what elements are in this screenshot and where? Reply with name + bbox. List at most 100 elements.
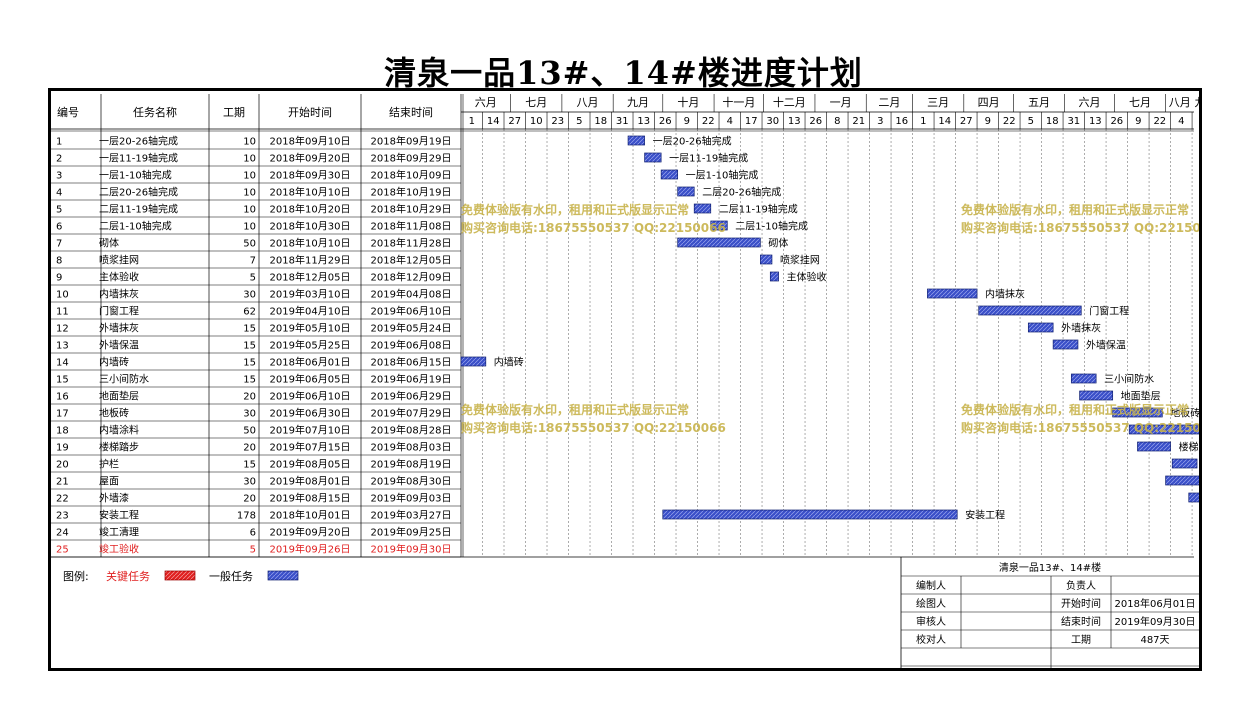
task-end: 2019年09月30日 (371, 543, 452, 556)
gantt-bar (1112, 407, 1163, 418)
task-duration: 10 (243, 154, 256, 165)
month-label: 二月 (878, 96, 900, 109)
task-duration: 10 (243, 171, 256, 182)
task-duration: 5 (250, 545, 256, 556)
task-id: 4 (56, 188, 62, 199)
header-layer: 编号任务名称工期开始时间结束时间六月七月八月九月十月十一月十二月一月二月三月四月… (57, 95, 1241, 127)
task-start: 2018年06月01日 (270, 356, 351, 369)
gantt-bar-label: 内墙砖 (494, 356, 524, 369)
task-id: 22 (56, 494, 69, 505)
info-label: 校对人 (916, 633, 946, 646)
month-label: 四月 (978, 96, 1000, 109)
day-tick-label: 3 (877, 116, 883, 127)
task-end: 2019年06月08日 (371, 339, 452, 352)
task-end: 2019年08月19日 (371, 458, 452, 471)
watermark-text: 免费体验版有水印，租用和正式版显示正常 (961, 402, 1189, 417)
task-name: 砌体 (99, 238, 119, 250)
task-name: 地面垫层 (99, 390, 139, 403)
task-id: 3 (56, 171, 62, 182)
day-tick-label: 26 (659, 116, 672, 127)
watermark-text: 购买咨询电话:18675550537 QQ:22150066 (461, 220, 726, 235)
task-name: 内墙抹灰 (99, 288, 139, 301)
info-label: 编制人 (916, 579, 946, 592)
task-name: 外墙保温 (99, 339, 139, 352)
task-end: 2018年11月08日 (371, 220, 452, 233)
header-id: 编号 (57, 105, 79, 119)
day-tick-label: 17 (745, 116, 758, 127)
task-end: 2018年10月09日 (371, 169, 452, 182)
gantt-bar (1070, 373, 1097, 384)
page-title: 清泉一品13#、14#楼进度计划 (384, 54, 863, 92)
gantt-bar (978, 305, 1082, 316)
task-id: 25 (56, 545, 69, 556)
info-label: 结束时间 (1061, 615, 1101, 628)
gantt-bar-label: 安装工程 (965, 509, 1005, 522)
task-duration: 10 (243, 205, 256, 216)
task-duration: 15 (243, 324, 256, 335)
task-name: 屋面 (99, 476, 119, 488)
task-end: 2018年09月19日 (371, 135, 452, 148)
gantt-bar (677, 186, 695, 197)
gantt-bar-label: 一层1-10轴完成 (686, 169, 759, 182)
header-end: 结束时间 (389, 106, 433, 119)
task-id: 1 (56, 137, 62, 148)
day-tick-label: 9 (684, 116, 690, 127)
day-tick-label: 1 (920, 116, 926, 127)
month-label: 三月 (927, 96, 949, 109)
task-start: 2019年08月01日 (270, 475, 351, 488)
month-label: 一月 (830, 96, 852, 109)
task-id: 2 (56, 154, 62, 165)
gantt-bar (1027, 322, 1054, 333)
gantt-bar-label: 门窗工程 (1089, 305, 1129, 318)
gantt-bar (460, 356, 487, 367)
gantt-bar (1165, 475, 1216, 486)
task-name: 二层11-19轴完成 (99, 203, 178, 216)
task-duration: 20 (243, 494, 256, 505)
info-value: 487天 (1140, 635, 1169, 646)
day-tick-label: 31 (616, 116, 629, 127)
day-tick-label: 23 (551, 116, 564, 127)
info-label: 负责人 (1066, 579, 1096, 592)
month-label: 六月 (475, 96, 497, 109)
day-tick-label: 22 (702, 116, 715, 127)
watermark-text: 免费体验版有水印，租用和正式版显示正常 (461, 402, 689, 417)
gantt-bar (769, 271, 779, 282)
gantt-bar-label: 三小间防水 (1104, 373, 1154, 386)
task-start: 2019年06月10日 (270, 390, 351, 403)
day-tick-label: 9 (985, 116, 991, 127)
day-tick-label: 30 (766, 116, 779, 127)
task-end: 2019年05月24日 (371, 322, 452, 335)
task-id: 7 (56, 239, 62, 250)
task-end: 2018年06月15日 (371, 356, 452, 369)
info-value: 2018年06月01日 (1115, 597, 1196, 610)
task-name: 二层20-26轴完成 (99, 186, 178, 199)
task-start: 2018年09月20日 (270, 152, 351, 165)
day-tick-label: 26 (1110, 116, 1123, 127)
header-duration: 工期 (223, 106, 245, 119)
task-start: 2018年10月20日 (270, 203, 351, 216)
gantt-bar (677, 237, 761, 248)
task-duration: 7 (250, 256, 256, 267)
day-tick-label: 18 (594, 116, 607, 127)
header-task-name: 任务名称 (133, 105, 177, 119)
task-name: 竣工验收 (99, 543, 139, 556)
task-name: 喷浆挂网 (99, 254, 139, 267)
watermark-text: 免费体验版有水印，租用和正式版显示正常 (461, 202, 689, 217)
task-duration: 30 (243, 409, 256, 420)
task-duration: 6 (250, 528, 256, 539)
watermark-text: 购买咨询电话:18675550537 QQ:22150066 (961, 420, 1199, 435)
task-end: 2018年09月29日 (371, 152, 452, 165)
task-start: 2019年04月10日 (270, 305, 351, 318)
task-end: 2019年06月29日 (371, 390, 452, 403)
task-duration: 15 (243, 358, 256, 369)
month-label: 七月 (525, 96, 547, 109)
task-name: 一层1-10轴完成 (99, 169, 172, 182)
